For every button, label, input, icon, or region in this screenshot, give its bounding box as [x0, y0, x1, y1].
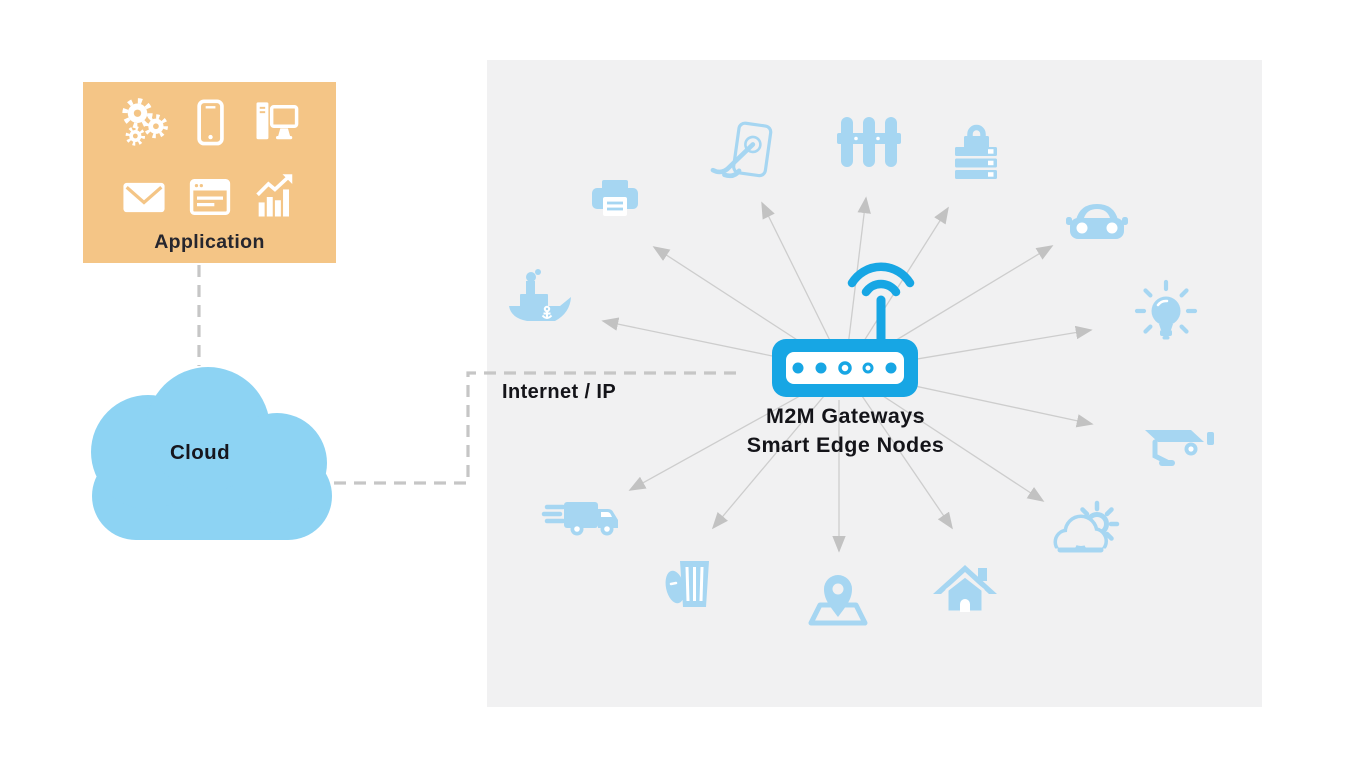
cctv-camera-icon [1145, 430, 1214, 466]
fence-icon [837, 117, 901, 167]
printer-icon [592, 180, 638, 216]
trash-bin-icon [665, 561, 709, 607]
delivery-truck-icon [541, 502, 618, 536]
cloud-to-gateway-dash [334, 371, 740, 485]
gateway-label: M2M Gateways Smart Edge Nodes [695, 402, 996, 459]
cloud-label: Cloud [169, 441, 231, 464]
ship-icon [509, 269, 571, 321]
smart-home-icon [933, 565, 997, 614]
application-label: Application [154, 231, 265, 253]
application-icons [83, 82, 336, 223]
device-icons [509, 117, 1214, 626]
browser-window-icon [189, 179, 230, 215]
car-icon [1066, 204, 1128, 239]
application-box: Application [83, 82, 336, 263]
internet-ip-label: Internet / IP [502, 381, 617, 403]
gateway-label-line1: M2M Gateways [766, 404, 925, 428]
envelope-icon [122, 182, 165, 213]
smart-bulb-icon [1134, 279, 1198, 340]
smartphone-icon [196, 99, 224, 146]
gateway-label-line2: Smart Edge Nodes [746, 432, 945, 457]
gears-icon [121, 98, 168, 146]
touchscreen-tablet-icon [710, 121, 773, 179]
wifi-router-icon [772, 262, 918, 397]
cloud-shape [91, 367, 332, 540]
weather-icon [1050, 500, 1120, 564]
bar-chart-icon [255, 174, 292, 217]
dashed-connectors [197, 265, 740, 485]
desktop-computer-icon [256, 102, 298, 140]
location-pin-icon [808, 575, 868, 626]
server-lock-icon [955, 124, 997, 179]
